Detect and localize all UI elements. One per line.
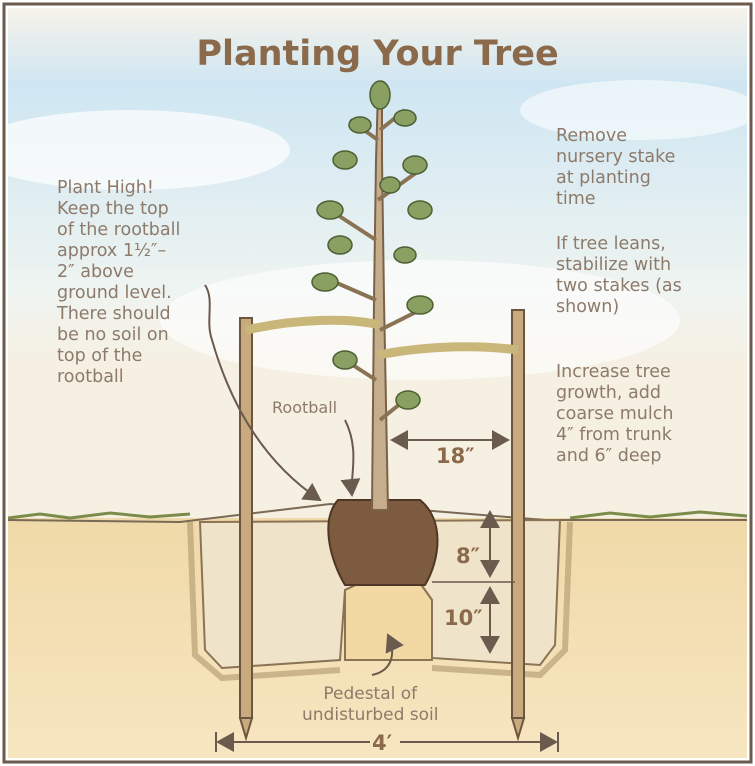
- note-remove-stake: Remove nursery stake at planting time: [556, 126, 675, 210]
- dim-4-label: 4′: [372, 731, 392, 755]
- label-rootball: Rootball: [272, 398, 337, 417]
- stake-right: [512, 310, 524, 718]
- dim-8-label: 8″: [456, 544, 480, 568]
- label-pedestal: Pedestal of undisturbed soil: [302, 684, 439, 726]
- note-tree-leans: If tree leans, stabilize with two stakes…: [556, 234, 682, 318]
- note-growth: Increase tree growth, add coarse mulch 4…: [556, 362, 673, 467]
- page-title: Planting Your Tree: [0, 34, 755, 74]
- pedestal: [345, 583, 432, 660]
- note-plant-high: Plant High! Keep the top of the rootball…: [57, 178, 180, 388]
- stake-left: [240, 318, 252, 718]
- dim-10-label: 10″: [444, 606, 483, 630]
- dim-18-label: 18″: [436, 444, 475, 468]
- rootball: [328, 500, 437, 585]
